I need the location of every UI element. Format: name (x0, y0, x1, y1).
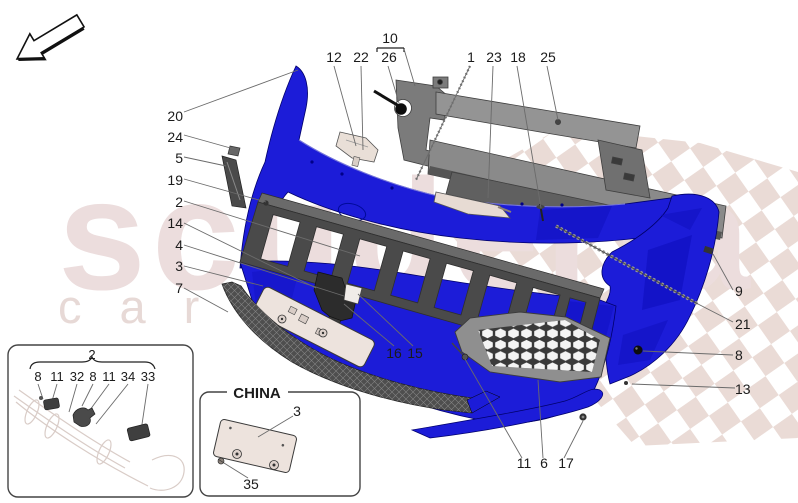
callout-labels: 20 24 5 19 2 14 4 3 7 12 22 10 26 1 23 1… (167, 30, 750, 471)
leader-lines (183, 47, 736, 459)
sensor-parts (39, 396, 151, 442)
callout-17[interactable]: 17 (558, 455, 574, 471)
callout-9[interactable]: 9 (735, 283, 743, 299)
callout-18[interactable]: 18 (510, 49, 526, 65)
callout-23[interactable]: 23 (486, 49, 502, 65)
clip-part-9 (703, 245, 714, 255)
clip-part-13 (624, 381, 628, 385)
callout-4[interactable]: 4 (175, 237, 183, 253)
callout-16[interactable]: 16 (386, 345, 402, 361)
brace (29, 355, 156, 370)
callout-7[interactable]: 7 (175, 280, 183, 296)
china-title: CHINA (233, 385, 281, 402)
callout-13[interactable]: 13 (735, 381, 751, 397)
callout-22[interactable]: 22 (353, 49, 369, 65)
callout-20[interactable]: 20 (167, 108, 183, 124)
inset-callout-8a[interactable]: 8 (34, 369, 41, 384)
callout-14[interactable]: 14 (167, 215, 183, 231)
callout-26[interactable]: 26 (381, 49, 397, 65)
bumper-side-bracket (335, 131, 379, 167)
callout-12[interactable]: 12 (326, 49, 342, 65)
lower-blade (410, 388, 604, 439)
inset-china-plate: CHINA 3 35 (199, 385, 361, 497)
screw-part-11 (451, 342, 469, 361)
gasket-strip (555, 224, 699, 306)
callout-10[interactable]: 10 (382, 30, 398, 46)
direction-arrow-icon (15, 13, 86, 61)
callout-15[interactable]: 15 (407, 345, 423, 361)
side-mesh-grille (454, 311, 611, 383)
inset-callout-33[interactable]: 33 (141, 369, 155, 384)
callout-6[interactable]: 6 (540, 455, 548, 471)
callout-2[interactable]: 2 (175, 194, 183, 210)
inset-callout-34[interactable]: 34 (121, 369, 135, 384)
inset-callout-8b[interactable]: 8 (89, 369, 96, 384)
grille-sketch (13, 389, 185, 491)
china-callout-35[interactable]: 35 (243, 476, 259, 492)
bracket-part-15 (343, 283, 363, 305)
inset-group-label[interactable]: 2 (88, 347, 95, 362)
inset-fastener-group: 2 8 11 32 8 11 34 33 (7, 344, 194, 498)
callout-24[interactable]: 24 (167, 129, 183, 145)
callout-19[interactable]: 19 (167, 172, 183, 188)
callout-11[interactable]: 11 (517, 455, 532, 471)
expanding-rivet-pin (373, 89, 407, 115)
lower-lip-spoiler (221, 281, 501, 414)
callout-5[interactable]: 5 (175, 150, 183, 166)
callout-8[interactable]: 8 (735, 347, 743, 363)
callout-3[interactable]: 3 (175, 258, 183, 274)
china-callout-3[interactable]: 3 (293, 403, 301, 419)
bumper-upper-bracket (433, 191, 512, 219)
china-plate-plinth (213, 419, 297, 473)
inset-callout-11a[interactable]: 11 (50, 369, 64, 384)
inset-callout-32[interactable]: 32 (70, 369, 84, 384)
callout-21[interactable]: 21 (735, 316, 751, 332)
nut-part-17 (579, 413, 587, 421)
beam-clip-hole (555, 119, 562, 126)
bumper-corner-right (596, 193, 720, 385)
china-screw (217, 457, 225, 465)
callout-25[interactable]: 25 (540, 49, 556, 65)
front-bumper-shell (239, 65, 691, 269)
grommet-part-8 (633, 345, 643, 355)
callout-1[interactable]: 1 (467, 49, 475, 65)
inset-callout-11b[interactable]: 11 (102, 369, 116, 384)
